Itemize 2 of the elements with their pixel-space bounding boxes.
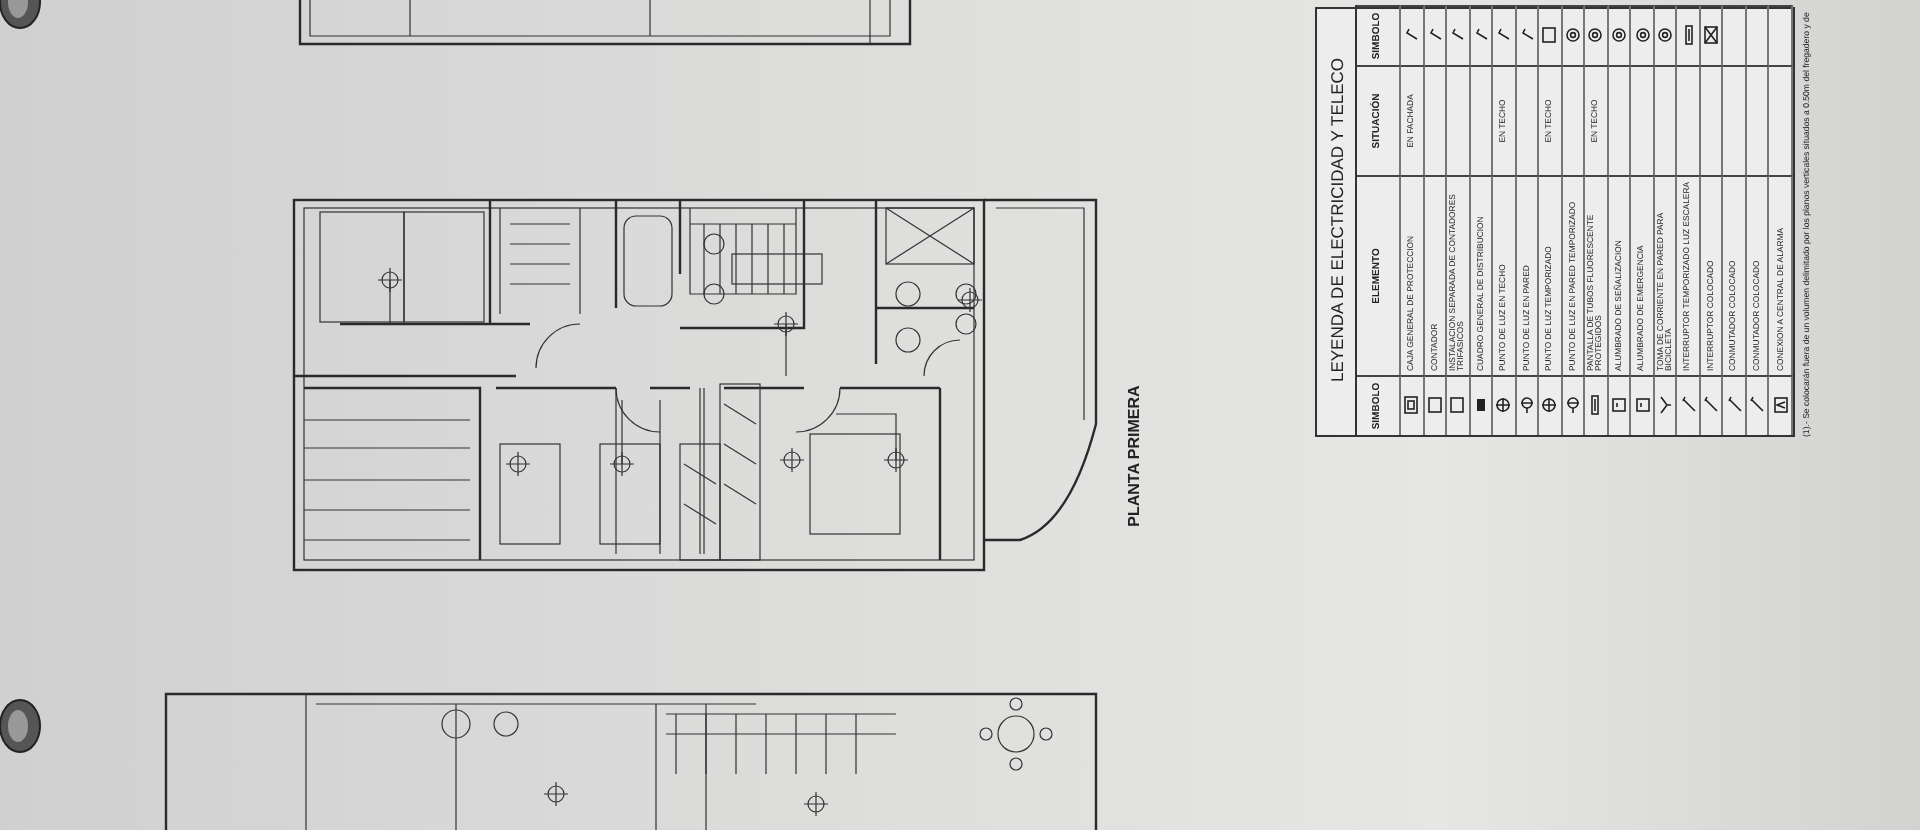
table-title: LEYENDA DE ELECTRICIDAD Y TELECO xyxy=(1316,4,1356,434)
plan-title: PLANTA PRIMERA xyxy=(1124,383,1142,531)
